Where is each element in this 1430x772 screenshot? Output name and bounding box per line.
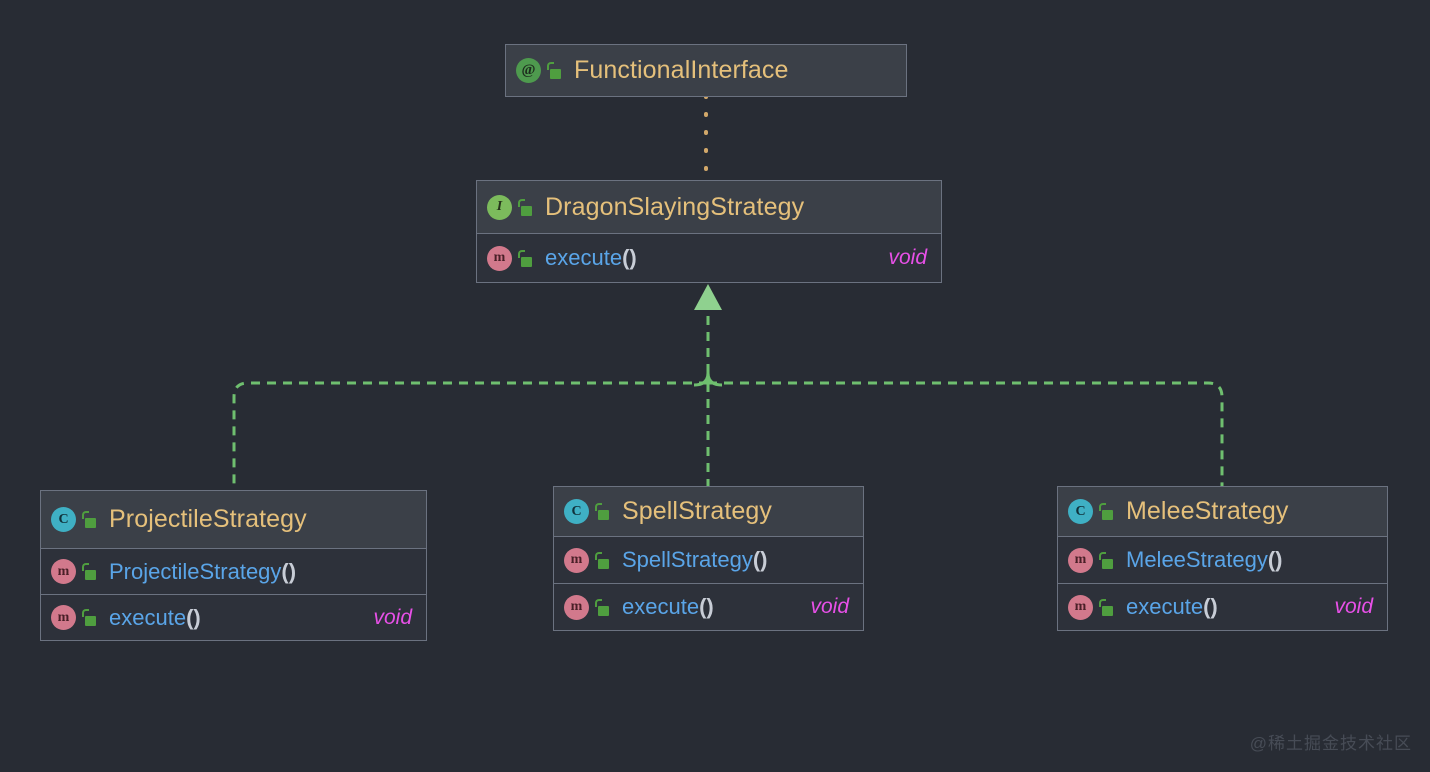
uml-node-dragon-slaying-strategy[interactable]: I DragonSlayingStrategy m execute () voi… <box>476 180 942 283</box>
member-row-execute[interactable]: m execute () void <box>554 583 863 630</box>
member-row-execute[interactable]: m execute () void <box>41 594 426 640</box>
uml-node-functional-interface[interactable]: @ FunctionalInterface <box>505 44 907 97</box>
uml-node-projectile-strategy[interactable]: C ProjectileStrategy m ProjectileStrateg… <box>40 490 427 641</box>
unlocked-padlock-icon <box>594 503 610 520</box>
annotation-at-icon: @ <box>516 58 541 83</box>
member-parens: () <box>281 558 297 584</box>
member-name-projectile-strategy-ctor: ProjectileStrategy <box>109 558 282 584</box>
method-m-icon: m <box>51 559 76 584</box>
member-row-execute[interactable]: m execute () void <box>477 233 941 282</box>
node-header-functional-interface[interactable]: @ FunctionalInterface <box>506 45 906 96</box>
unlocked-padlock-icon <box>517 249 533 267</box>
member-parens: () <box>752 547 768 572</box>
method-m-icon: m <box>564 594 589 620</box>
method-m-icon: m <box>487 245 512 271</box>
member-name-execute: execute <box>1126 594 1204 619</box>
member-name-execute: execute <box>545 245 623 270</box>
node-header-spell-strategy[interactable]: C SpellStrategy <box>554 487 863 536</box>
unlocked-padlock-icon <box>81 511 97 528</box>
unlocked-padlock-icon <box>594 598 610 616</box>
member-parens: () <box>186 604 201 630</box>
realization-branch-projectile <box>232 381 708 488</box>
unlocked-padlock-icon <box>594 551 610 569</box>
member-row-melee-strategy-ctor[interactable]: m MeleeStrategy () <box>1058 536 1387 583</box>
member-parens: () <box>699 594 714 619</box>
member-row-execute[interactable]: m execute () void <box>1058 583 1387 630</box>
realization-branch-melee <box>708 381 1224 488</box>
method-m-icon: m <box>1068 594 1093 620</box>
method-m-icon: m <box>564 547 589 573</box>
unlocked-padlock-icon <box>1098 503 1114 520</box>
unlocked-padlock-icon <box>1098 598 1114 616</box>
realization-arrowhead <box>694 284 722 310</box>
unlocked-padlock-icon <box>517 198 533 216</box>
member-parens: () <box>1267 547 1283 572</box>
type-name-melee-strategy: MeleeStrategy <box>1126 497 1289 525</box>
member-return-type: void <box>888 246 927 269</box>
member-row-projectile-strategy-ctor[interactable]: m ProjectileStrategy () <box>41 548 426 594</box>
node-header-melee-strategy[interactable]: C MeleeStrategy <box>1058 487 1387 536</box>
member-parens: () <box>1203 594 1218 619</box>
member-name-melee-strategy-ctor: MeleeStrategy <box>1126 547 1268 572</box>
watermark: @稀土掘金技术社区 <box>1249 734 1412 753</box>
member-name-spell-strategy-ctor: SpellStrategy <box>622 547 753 572</box>
type-name-dragon-slaying-strategy: DragonSlayingStrategy <box>545 192 805 221</box>
node-header-dragon-slaying-strategy[interactable]: I DragonSlayingStrategy <box>477 181 941 233</box>
unlocked-padlock-icon <box>81 609 97 626</box>
member-return-type: void <box>1334 595 1373 618</box>
node-header-projectile-strategy[interactable]: C ProjectileStrategy <box>41 491 426 548</box>
uml-node-melee-strategy[interactable]: C MeleeStrategy m MeleeStrategy () m exe… <box>1057 486 1388 631</box>
realization-junction-cap <box>693 372 723 387</box>
type-name-projectile-strategy: ProjectileStrategy <box>109 505 307 533</box>
method-m-icon: m <box>1068 547 1093 573</box>
interface-i-icon: I <box>487 194 512 220</box>
class-c-icon: C <box>564 499 589 524</box>
member-return-type: void <box>373 605 412 629</box>
class-c-icon: C <box>1068 499 1093 524</box>
unlocked-padlock-icon <box>1098 551 1114 569</box>
method-m-icon: m <box>51 605 76 630</box>
class-c-icon: C <box>51 507 76 532</box>
member-row-spell-strategy-ctor[interactable]: m SpellStrategy () <box>554 536 863 583</box>
member-name-execute: execute <box>109 604 187 630</box>
unlocked-padlock-icon <box>546 62 562 79</box>
member-name-execute: execute <box>622 594 700 619</box>
type-name-spell-strategy: SpellStrategy <box>622 497 772 525</box>
uml-node-spell-strategy[interactable]: C SpellStrategy m SpellStrategy () m exe… <box>553 486 864 631</box>
member-parens: () <box>622 245 637 270</box>
unlocked-padlock-icon <box>81 563 97 580</box>
type-name-functional-interface: FunctionalInterface <box>574 56 789 84</box>
member-return-type: void <box>810 595 849 618</box>
